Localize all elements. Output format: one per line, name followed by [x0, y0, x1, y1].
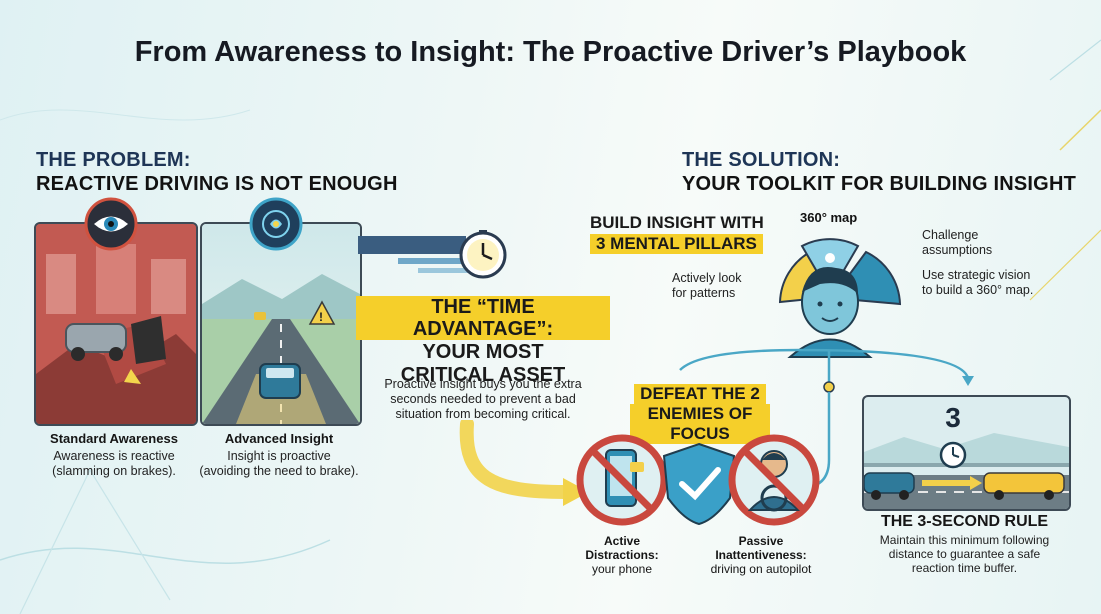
time-advantage-body-1: Proactive insight buys you the extra: [384, 377, 582, 391]
pillars-illustration: [778, 238, 902, 358]
problem-kicker: THE PROBLEM:: [36, 149, 191, 171]
pillars-heading-2: 3 MENTAL PILLARS: [590, 234, 763, 254]
crash-illustration: [36, 224, 196, 424]
enemies-heading: DEFEAT THE 2 ENEMIES OF FOCUS: [630, 384, 770, 444]
active-distractions-1: Active: [603, 534, 641, 548]
pillar-right-a1: Challenge: [922, 228, 979, 242]
solution-headline: YOUR TOOLKIT FOR BUILDING INSIGHT: [682, 173, 1077, 195]
passive-inattentiveness-2: Inattentiveness:: [715, 548, 807, 562]
active-distractions-3: your phone: [591, 562, 653, 576]
problem-headline: REACTIVE DRIVING IS NOT ENOUGH: [36, 173, 398, 195]
open-road-illustration: !: [202, 224, 360, 424]
standard-awareness-title: Standard Awareness: [50, 431, 178, 446]
three-seconds-number: 3: [945, 402, 961, 433]
clock-icon: [458, 230, 508, 285]
pillars-heading: BUILD INSIGHT WITH 3 MENTAL PILLARS: [590, 212, 764, 254]
time-advantage-body: Proactive insight buys you the extra sec…: [378, 377, 588, 422]
advanced-insight-title: Advanced Insight: [224, 431, 334, 446]
passive-inattentiveness-3: driving on autopilot: [710, 562, 812, 576]
three-second-rule-body-1: Maintain this minimum following: [879, 533, 1050, 547]
active-distractions-2: Distractions:: [585, 548, 659, 562]
time-advantage-line-1: THE “TIME ADVANTAGE”:: [356, 296, 610, 340]
speed-lines: [358, 236, 468, 273]
pillar-left-1: Actively look: [672, 271, 742, 285]
standard-awareness-body-1: Awareness is reactive: [53, 449, 175, 463]
eye-icon: [84, 197, 138, 256]
svg-text:!: !: [319, 310, 323, 324]
three-second-rule-body-2: distance to guarantee a safe: [888, 547, 1041, 561]
pillars-heading-1: BUILD INSIGHT WITH: [590, 213, 764, 232]
flow-arrow: [459, 420, 589, 506]
standard-awareness-caption: Standard Awareness Awareness is reactive…: [34, 431, 194, 479]
three-second-rule-panel: [862, 395, 1071, 511]
following-distance-illustration: [864, 433, 1069, 509]
time-advantage-line-3: CRITICAL ASSET: [400, 364, 566, 386]
advanced-insight-panel: !: [200, 222, 362, 426]
pillar-right-a-text: Challenge assumptions: [922, 228, 992, 258]
advanced-insight-caption: Advanced Insight Insight is proactive (a…: [196, 431, 362, 479]
pillar-right-b1: Use strategic vision: [922, 268, 1031, 282]
time-advantage-body-2: seconds needed to prevent a bad: [390, 392, 576, 406]
pillar-left-text: Actively look for patterns: [672, 271, 741, 301]
pillar-right-b2: to build a 360° map.: [922, 283, 1034, 297]
brain-icon: [249, 197, 303, 256]
passive-inattentiveness-1: Passive: [738, 534, 784, 548]
solution-kicker: THE SOLUTION:: [682, 149, 841, 171]
enemies-heading-2: ENEMIES OF FOCUS: [630, 404, 770, 444]
time-advantage-body-3: situation from becoming critical.: [395, 407, 571, 421]
pillar-left-2: for patterns: [672, 286, 736, 300]
map-label: 360° map: [800, 210, 858, 225]
three-second-rule-body-3: reaction time buffer.: [911, 561, 1018, 575]
advanced-insight-body-2: (avoiding the need to brake).: [199, 464, 359, 478]
active-distractions-label: Active Distractions: your phone: [572, 534, 672, 576]
standard-awareness-panel: [34, 222, 198, 426]
enemies-illustration: [576, 434, 820, 526]
standard-awareness-body-2: (slamming on brakes).: [52, 464, 176, 478]
time-advantage-line-2: YOUR MOST: [422, 341, 544, 363]
three-second-rule-body: Maintain this minimum following distance…: [862, 533, 1067, 575]
time-advantage-heading: THE “TIME ADVANTAGE”: YOUR MOST CRITICAL…: [356, 296, 610, 387]
pillar-right-b-text: Use strategic vision to build a 360° map…: [922, 268, 1033, 298]
enemies-heading-1: DEFEAT THE 2: [634, 384, 766, 404]
advanced-insight-body-1: Insight is proactive: [227, 449, 331, 463]
solution-header: THE SOLUTION: YOUR TOOLKIT FOR BUILDING …: [682, 148, 1076, 196]
pillar-right-a2: assumptions: [922, 243, 993, 257]
problem-header: THE PROBLEM: REACTIVE DRIVING IS NOT ENO…: [36, 148, 398, 196]
passive-inattentiveness-label: Passive Inattentiveness: driving on auto…: [706, 534, 816, 576]
page-title: From Awareness to Insight: The Proactive…: [134, 36, 967, 68]
three-second-rule-title: THE 3-SECOND RULE: [880, 513, 1049, 530]
